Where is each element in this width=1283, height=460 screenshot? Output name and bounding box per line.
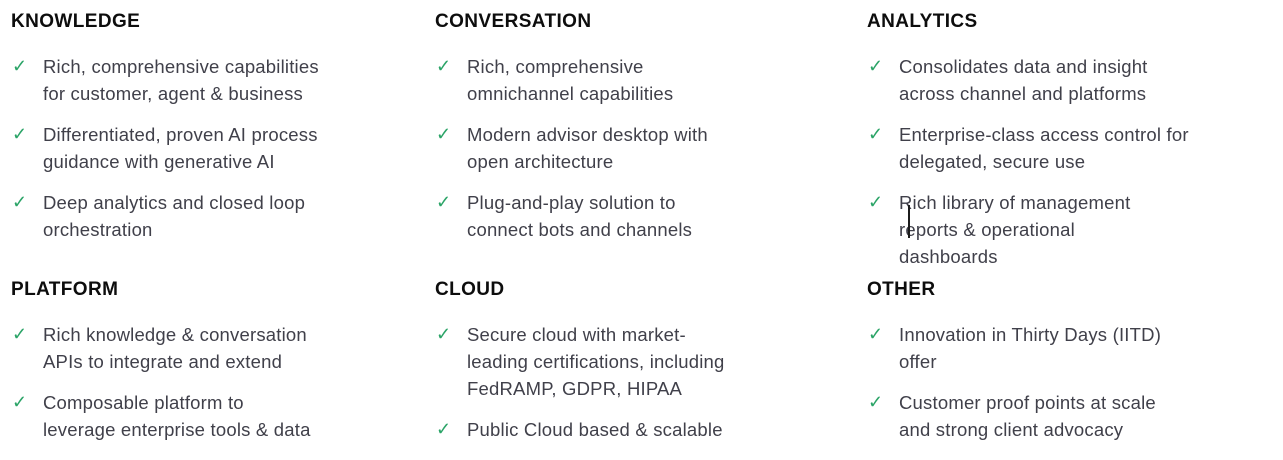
checkmark-icon: ✓	[868, 392, 884, 412]
bullet-item: ✓ Consolidates data and insight across c…	[866, 53, 1263, 107]
bullet-item: ✓ Enterprise-class access control for de…	[866, 121, 1263, 175]
section-platform-heading: PLATFORM	[11, 279, 119, 300]
bullet-item: ✓ Rich library of management reports & o…	[866, 189, 1263, 270]
bullet-item: ✓ Rich knowledge & conversation APIs to …	[10, 321, 420, 375]
section-platform: PLATFORM ✓ Rich knowledge & conversation…	[10, 277, 434, 460]
bullet-item: ✓ Rich, comprehensive omnichannel capabi…	[434, 53, 852, 107]
section-other: OTHER ✓ Innovation in Thirty Days (IITD)…	[866, 277, 1277, 460]
checkmark-icon: ✓	[436, 419, 452, 439]
text-cursor	[908, 205, 910, 238]
bullet-text: Consolidates data and insight across cha…	[899, 56, 1148, 104]
bullet-text: Plug-and-play solution to connect bots a…	[467, 192, 693, 240]
bullet-text: Differentiated, proven AI process guidan…	[43, 124, 318, 172]
bullet-text: Innovation in Thirty Days (IITD) offer	[899, 324, 1162, 372]
bullet-text: Enterprise-class access control for dele…	[899, 124, 1189, 172]
bullet-item: ✓ Rich, comprehensive capabilities for c…	[10, 53, 420, 107]
bullet-item: ✓ Innovation in Thirty Days (IITD) offer	[866, 321, 1263, 375]
bullet-text: Composable platform to leverage enterpri…	[43, 392, 311, 440]
section-knowledge: KNOWLEDGE ✓ Rich, comprehensive capabili…	[10, 9, 434, 277]
bullet-item: ✓ Composable platform to leverage enterp…	[10, 389, 420, 443]
checkmark-icon: ✓	[436, 56, 452, 76]
bullet-item: ✓ Deep analytics and closed loop orchest…	[10, 189, 420, 243]
checkmark-icon: ✓	[868, 192, 884, 212]
checkmark-icon: ✓	[868, 124, 884, 144]
section-analytics-heading: ANALYTICS	[867, 11, 978, 32]
checkmark-icon: ✓	[12, 124, 28, 144]
bullet-item: ✓ Customer proof points at scale and str…	[866, 389, 1263, 443]
bullet-text: Public Cloud based & scalable	[467, 419, 723, 440]
bullet-text: Rich, comprehensive capabilities for cus…	[43, 56, 319, 104]
section-cloud-heading: CLOUD	[435, 279, 505, 300]
bullet-text: Rich knowledge & conversation APIs to in…	[43, 324, 307, 372]
section-cloud: CLOUD ✓ Secure cloud with market- leadin…	[434, 277, 866, 460]
bullet-text: Deep analytics and closed loop orchestra…	[43, 192, 306, 240]
bullet-item: ✓ Modern advisor desktop with open archi…	[434, 121, 852, 175]
section-conversation-heading: CONVERSATION	[435, 11, 592, 32]
section-knowledge-heading: KNOWLEDGE	[11, 11, 141, 32]
section-conversation: CONVERSATION ✓ Rich, comprehensive omnic…	[434, 9, 866, 277]
checkmark-icon: ✓	[12, 192, 28, 212]
bullet-text: Secure cloud with market- leading certif…	[467, 324, 725, 399]
bullet-text: Rich, comprehensive omnichannel capabili…	[467, 56, 674, 104]
checkmark-icon: ✓	[12, 56, 28, 76]
checkmark-icon: ✓	[436, 192, 452, 212]
checkmark-icon: ✓	[12, 392, 28, 412]
checkmark-icon: ✓	[868, 324, 884, 344]
bullet-item: ✓ Secure cloud with market- leading cert…	[434, 321, 852, 402]
section-analytics: ANALYTICS ✓ Consolidates data and insigh…	[866, 9, 1277, 277]
bullet-text: Rich library of management reports & ope…	[899, 192, 1131, 267]
checkmark-icon: ✓	[868, 56, 884, 76]
bullet-text: Customer proof points at scale and stron…	[899, 392, 1156, 440]
checkmark-icon: ✓	[436, 324, 452, 344]
section-other-heading: OTHER	[867, 279, 936, 300]
bullet-text: Modern advisor desktop with open archite…	[467, 124, 708, 172]
bullet-item: ✓ Plug-and-play solution to connect bots…	[434, 189, 852, 243]
bullet-item: ✓ Public Cloud based & scalable	[434, 416, 852, 443]
checkmark-icon: ✓	[12, 324, 28, 344]
bullet-item: ✓ Differentiated, proven AI process guid…	[10, 121, 420, 175]
checkmark-icon: ✓	[436, 124, 452, 144]
